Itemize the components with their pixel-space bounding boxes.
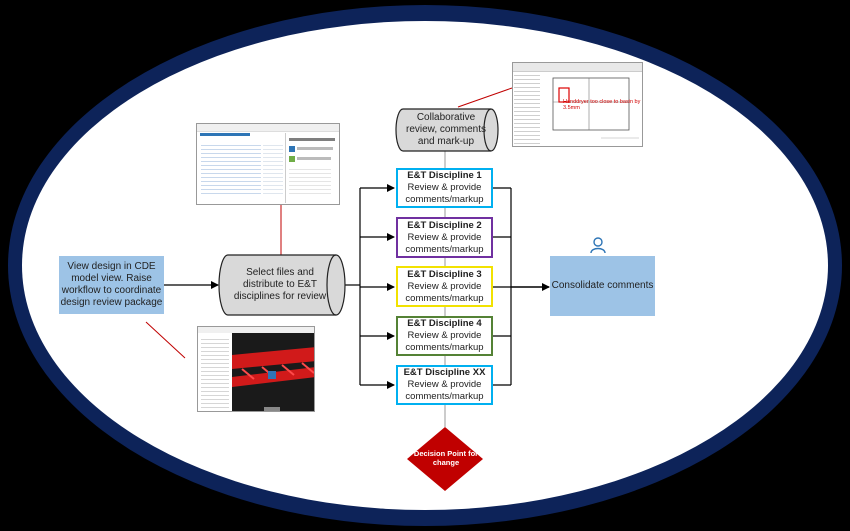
discipline-box-4: E&T Discipline 4 Review & provide commen…: [396, 316, 493, 356]
callout-line-markup-shot: [457, 87, 513, 108]
collaborative-label: Collaborative review, comments and mark-…: [405, 112, 487, 147]
select-files-cylinder: [218, 254, 346, 316]
discipline-box-2: E&T Discipline 2 Review & provide commen…: [396, 217, 493, 258]
collaborative-cylinder: [395, 108, 499, 152]
discipline-title: E&T Discipline 4: [407, 318, 482, 329]
view-design-label: View design in CDE model view. Raise wor…: [60, 261, 163, 308]
discipline-subtitle: Review & provide comments/markup: [405, 231, 484, 255]
discipline-title: E&T Discipline 1: [407, 170, 482, 181]
user-icon: [590, 237, 606, 254]
discipline-title: E&T Discipline XX: [403, 367, 486, 378]
discipline-title: E&T Discipline 3: [407, 268, 482, 280]
model-view-screenshot: [197, 326, 315, 412]
view-design-box: View design in CDE model view. Raise wor…: [59, 256, 164, 314]
discipline-title: E&T Discipline 2: [407, 219, 482, 231]
cde-file-list-screenshot: [196, 123, 340, 205]
markup-annotation: Handdryer too close to basin by 3.5mm: [563, 99, 641, 111]
markup-screenshot: Handdryer too close to basin by 3.5mm: [512, 62, 643, 147]
decision-diamond: [407, 427, 483, 491]
discipline-box-3: E&T Discipline 3 Review & provide commen…: [396, 266, 493, 307]
callout-line-bottom-shot: [145, 321, 186, 359]
discipline-subtitle: Review & provide comments/markup: [405, 182, 484, 205]
select-files-label: Select files and distribute to E&T disci…: [233, 267, 327, 302]
decision-label: Decision Point for change: [413, 449, 479, 467]
discipline-box-1: E&T Discipline 1 Review & provide commen…: [396, 168, 493, 208]
discipline-subtitle: Review & provide comments/markup: [405, 280, 484, 304]
discipline-subtitle: Review & provide comments/markup: [405, 330, 484, 353]
consolidate-label: Consolidate comments: [551, 280, 654, 291]
consolidate-box: Consolidate comments: [550, 256, 655, 316]
discipline-subtitle: Review & provide comments/markup: [405, 379, 484, 402]
discipline-box-xx: E&T Discipline XX Review & provide comme…: [396, 365, 493, 405]
